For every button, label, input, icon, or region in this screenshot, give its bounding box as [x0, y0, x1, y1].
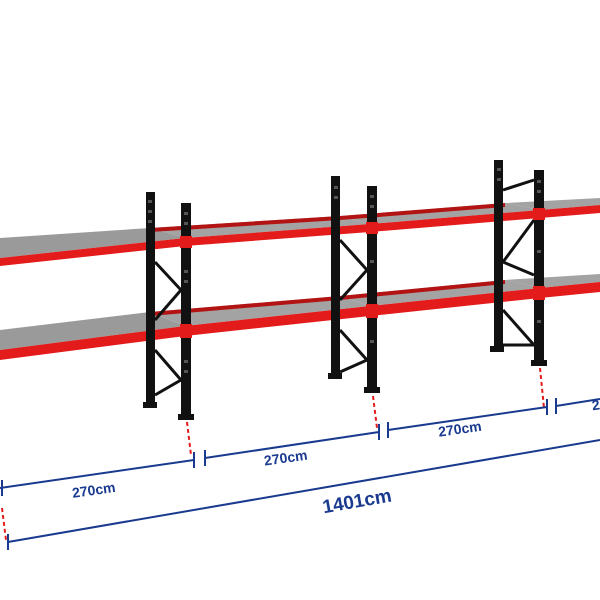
bay-width-label-partial: 2 [591, 396, 600, 413]
upright-frame [490, 160, 547, 366]
upright-post-front [367, 186, 377, 393]
shelf-deck [505, 274, 600, 288]
lower-shelf-level [0, 274, 600, 360]
upright-post-back [494, 160, 503, 352]
total-length-label: 1401cm [321, 486, 393, 519]
top-shelf-level [0, 198, 600, 266]
front-beam [540, 205, 600, 218]
shelf-deck [340, 280, 540, 306]
shelf-deck [0, 228, 185, 258]
upright-post-front [534, 170, 544, 366]
shelf-deck [150, 296, 370, 326]
dimension-guides [1, 367, 545, 541]
beam-connectors [180, 208, 545, 338]
upright-post-back [146, 192, 155, 408]
shelf-deck [340, 203, 540, 224]
front-beam [540, 282, 600, 298]
upright-holes [148, 168, 541, 373]
shelf-deck [0, 312, 185, 350]
upright-frame [328, 176, 380, 393]
bay-width-label: 270cm [71, 479, 116, 501]
back-beam [150, 296, 340, 316]
upright-frame [143, 192, 194, 420]
bay-width-label: 270cm [263, 447, 308, 469]
upright-post-front [181, 203, 191, 420]
back-beam [340, 280, 505, 300]
bay-width-label: 270cm [437, 418, 482, 440]
upright-post-back [331, 176, 340, 379]
back-beam [150, 216, 340, 232]
front-beam [185, 306, 370, 336]
front-beam [0, 326, 185, 360]
shelf-deck [505, 198, 600, 210]
front-beam [0, 238, 185, 266]
front-beam [185, 224, 370, 246]
dimension-lines [0, 398, 600, 550]
back-beam [340, 203, 505, 220]
